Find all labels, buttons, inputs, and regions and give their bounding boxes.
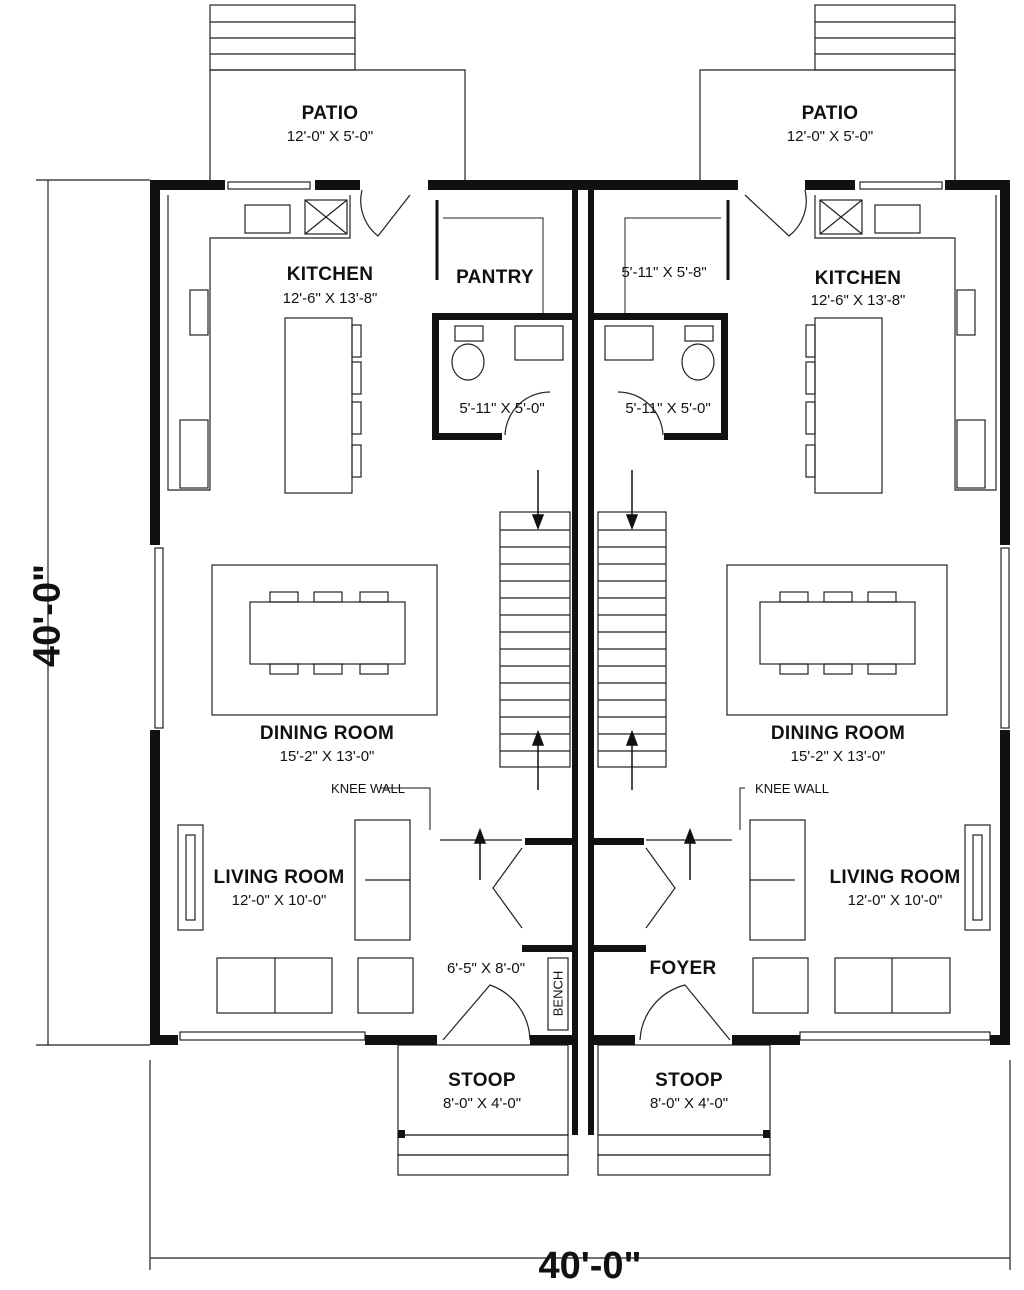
left-dining-size: 15'-2" X 13'-0" (279, 748, 375, 765)
pantry-title: PANTRY (456, 267, 534, 288)
left-stoop (397, 1044, 569, 1176)
right-patio-title: PATIO (801, 103, 859, 124)
right-front-window (799, 1031, 991, 1041)
right-entry-door (639, 984, 731, 1041)
left-foyer-size: 6'-5" X 8'-0" (446, 960, 526, 977)
right-patio-size: 12'-0" X 5'-0" (786, 128, 874, 145)
bench-label: BENCH (550, 970, 566, 1017)
left-bath-door (504, 391, 551, 436)
left-knee-wall-label: KNEE WALL (331, 781, 405, 796)
left-side-window (154, 547, 164, 729)
left-patio (209, 4, 466, 180)
left-living-size: 12'-0" X 10'-0" (231, 892, 327, 909)
pantry-doors (435, 200, 730, 280)
right-kitchen-title: KITCHEN (814, 268, 902, 289)
right-bath-fixtures (604, 325, 715, 381)
left-kitchen-counter (167, 195, 351, 491)
left-front-window (179, 1031, 366, 1041)
overall-width-label: 40'-0" (538, 1245, 642, 1287)
left-dining-table (211, 564, 438, 716)
pantry-shelves (443, 217, 721, 313)
left-living-furniture (177, 819, 414, 1014)
left-kitchen-island (284, 317, 362, 494)
right-living-furniture (749, 819, 991, 1014)
depth-dimension-line (36, 179, 150, 1046)
right-stoop-size: 8'-0" X 4'-0" (649, 1095, 729, 1112)
right-knee-wall-label: KNEE WALL (755, 781, 829, 796)
left-patio-title: PATIO (301, 103, 359, 124)
left-patio-door (360, 189, 411, 237)
right-side-window (1000, 547, 1010, 729)
right-living-size: 12'-0" X 10'-0" (847, 892, 943, 909)
left-kitchen-window (227, 181, 311, 190)
right-patio-door (744, 189, 807, 237)
left-entry-door (442, 984, 531, 1041)
left-bath-size: 5'-11" X 5'-0" (459, 400, 545, 417)
left-kitchen-title: KITCHEN (286, 264, 374, 285)
right-dining-table (726, 564, 948, 716)
overall-depth-label: 40'-0" (26, 563, 69, 668)
width-dimension-line (149, 1060, 1011, 1270)
left-patio-size: 12'-0" X 5'-0" (286, 128, 374, 145)
stair-arrows (473, 470, 697, 880)
right-bath-door (617, 391, 664, 436)
right-knee-wall-leader (739, 787, 745, 830)
left-dining-title: DINING ROOM (259, 723, 395, 744)
right-patio (699, 4, 956, 180)
right-dining-size: 15'-2" X 13'-0" (790, 748, 886, 765)
right-bath-size: 5'-11" X 5'-0" (625, 400, 711, 417)
walls (150, 180, 1010, 1138)
right-stair (597, 511, 667, 768)
right-kitchen-counter (814, 195, 997, 491)
left-stair (499, 511, 571, 768)
left-bath-fixtures (451, 325, 564, 381)
left-stoop-title: STOOP (448, 1070, 516, 1091)
right-kitchen-window (859, 181, 943, 190)
left-living-title: LIVING ROOM (213, 867, 345, 888)
right-kitchen-island (805, 317, 883, 494)
right-stoop (597, 1044, 771, 1176)
right-dining-title: DINING ROOM (770, 723, 906, 744)
bench (547, 957, 569, 1031)
right-foyer-title: FOYER (649, 958, 717, 979)
left-stoop-size: 8'-0" X 4'-0" (442, 1095, 522, 1112)
right-living-title: LIVING ROOM (829, 867, 961, 888)
right-kitchen-size: 12'-6" X 13'-8" (810, 292, 906, 309)
left-kitchen-size: 12'-6" X 13'-8" (282, 290, 378, 307)
right-stoop-title: STOOP (655, 1070, 723, 1091)
left-knee-wall-leader (380, 787, 431, 830)
right-pantry-size: 5'-11" X 5'-8" (621, 264, 707, 281)
